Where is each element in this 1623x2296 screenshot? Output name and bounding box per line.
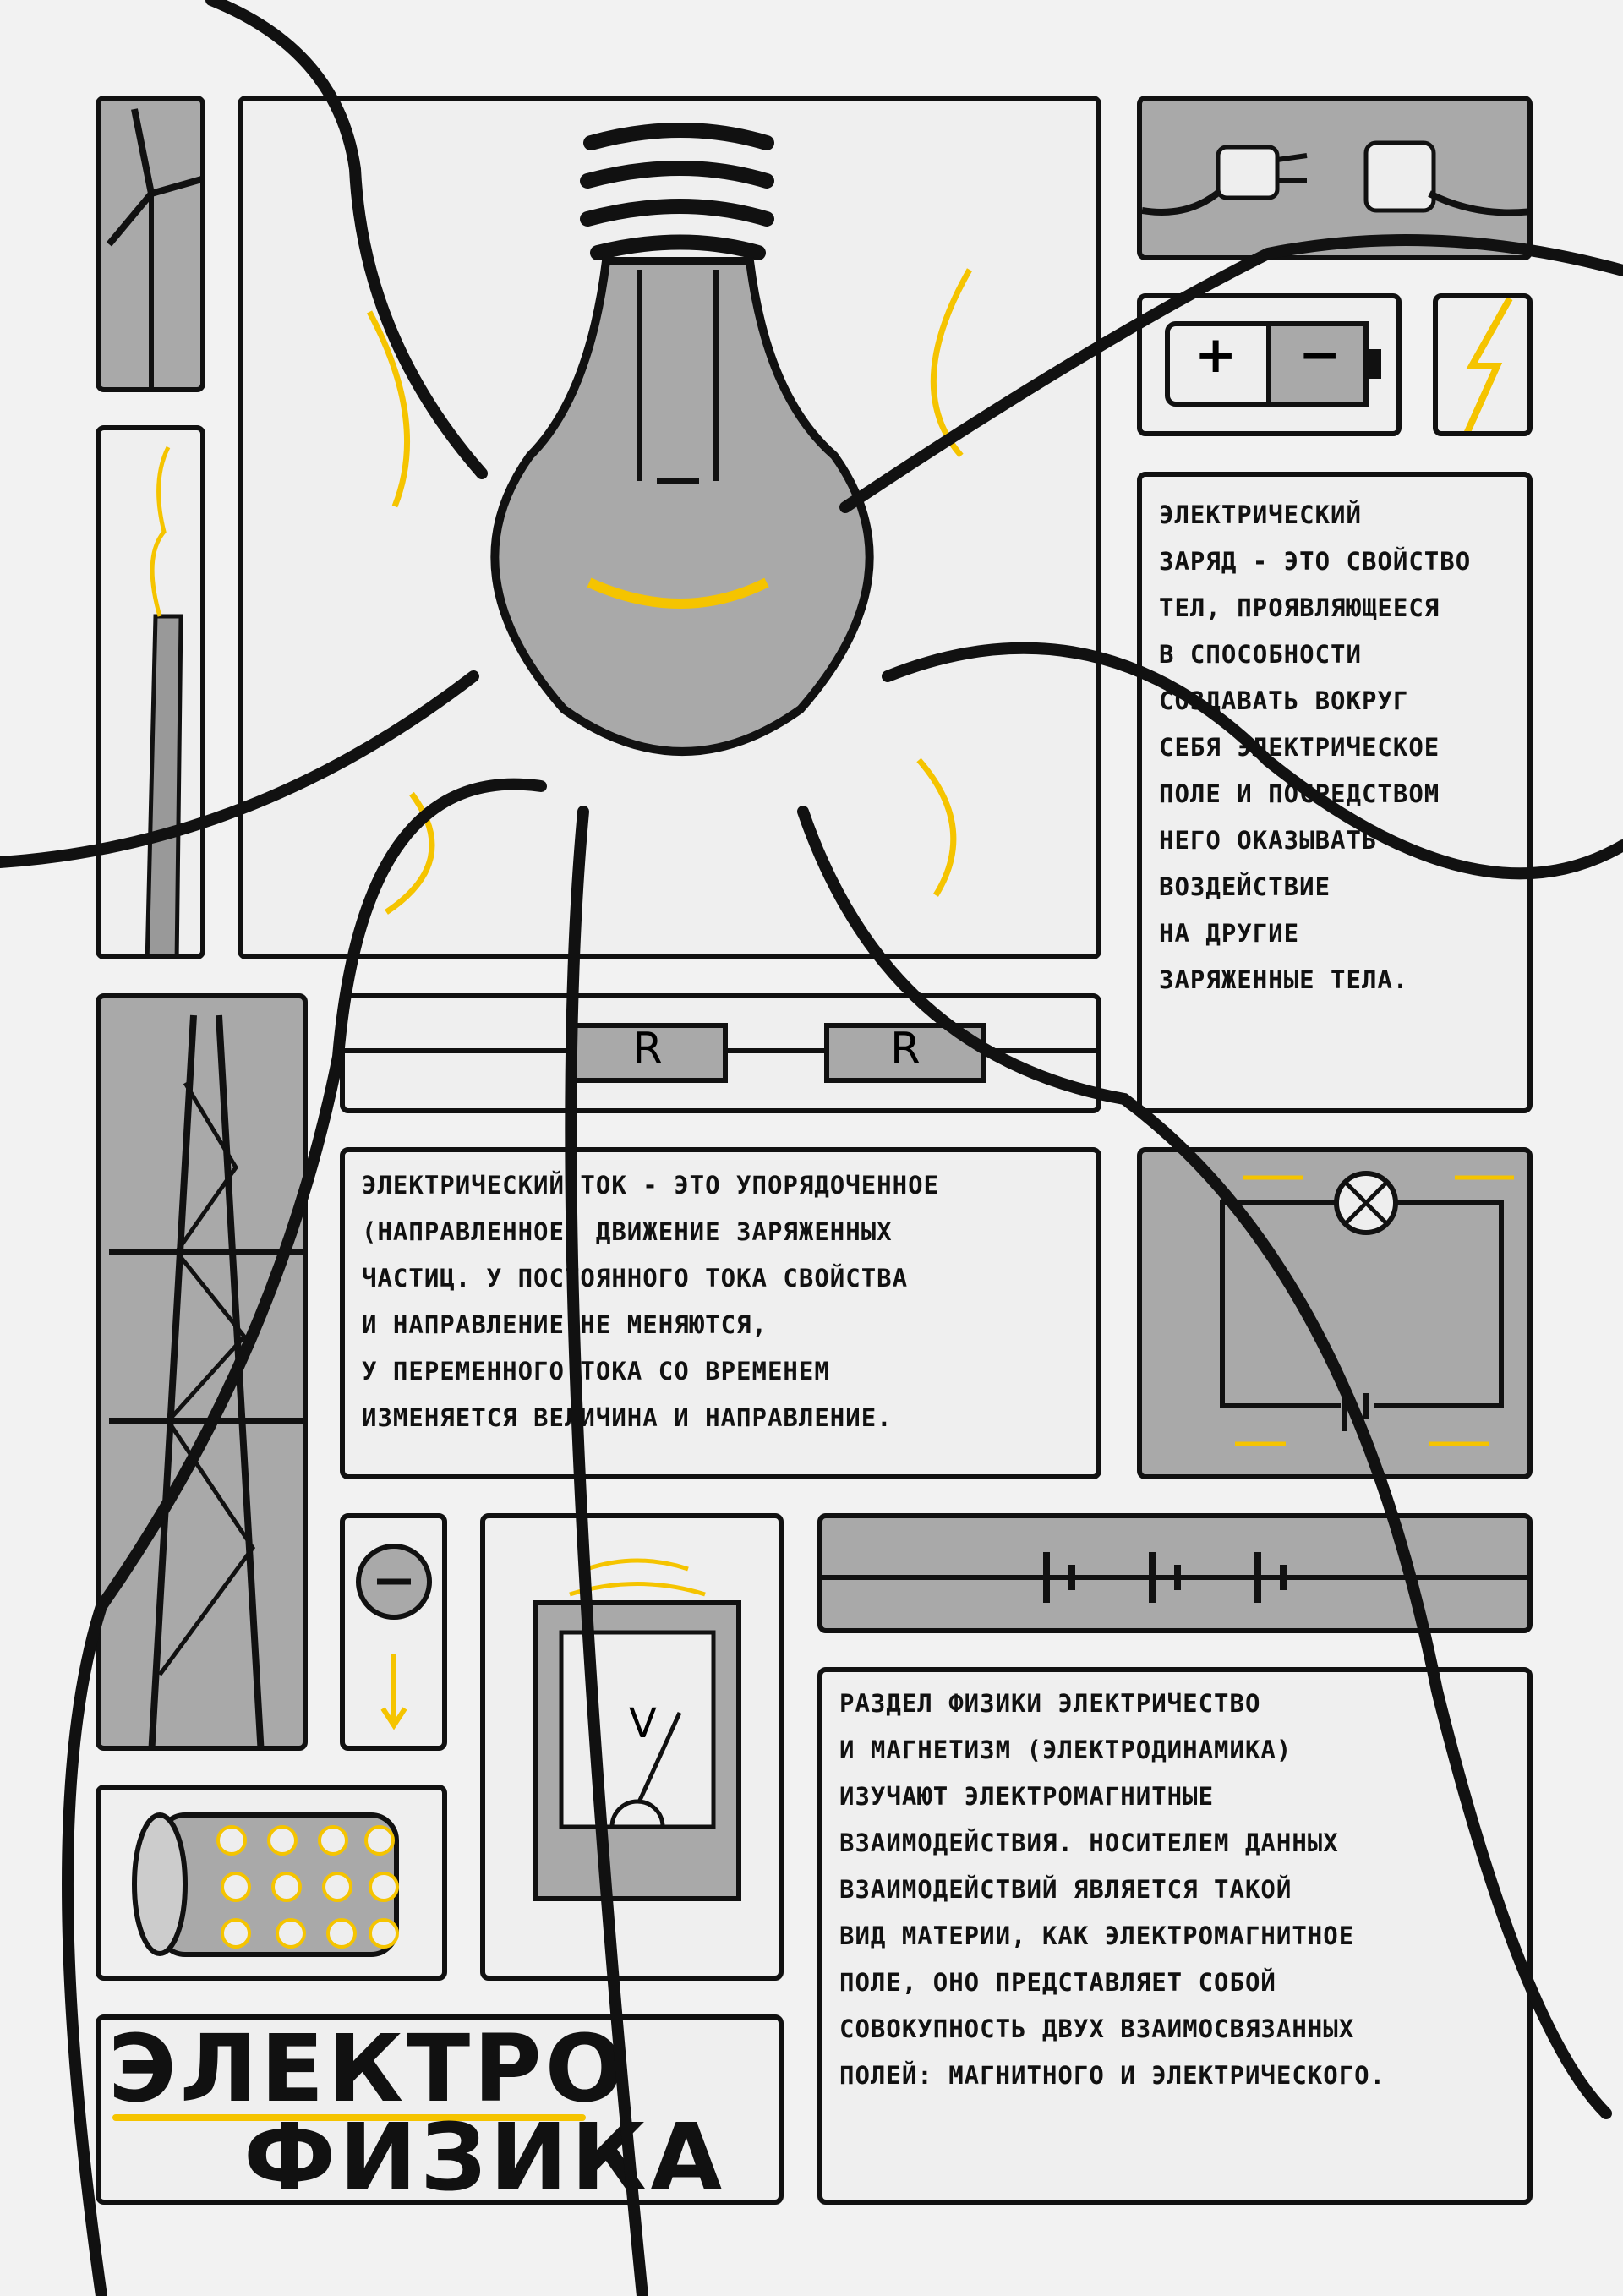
- charge-line: заряд - это свойство: [1159, 547, 1472, 576]
- em-line: полей: магнитного и электрического.: [839, 2061, 1386, 2090]
- charge-line: тел, проявляющееся: [1159, 593, 1440, 622]
- burning-wire-panel: [96, 425, 205, 959]
- charge-line: в способности: [1159, 640, 1362, 669]
- wind-turbine-panel: [96, 96, 205, 392]
- lightbulb-icon: [366, 123, 973, 915]
- charge-line: него оказывать: [1159, 826, 1378, 855]
- current-line: электрический ток - это упорядоченное: [362, 1171, 940, 1200]
- lightning-icon: [1464, 298, 1513, 431]
- battery-plus-label: +: [1194, 325, 1238, 385]
- battery-icon: [1165, 321, 1381, 407]
- charge-line: создавать вокруг: [1159, 686, 1409, 715]
- charge-line: воздействие: [1159, 872, 1331, 901]
- circuit-panel: [1137, 1147, 1533, 1479]
- power-tower-icon: [109, 1014, 303, 1746]
- em-line: взаимодействий является такой: [839, 1875, 1292, 1904]
- charge-line: электрический: [1159, 500, 1362, 529]
- charged-cylinder-panel: [96, 1785, 447, 1981]
- em-line: вид материи, как электромагнитное: [839, 1922, 1355, 1950]
- em-line: поле, оно представляет собой: [839, 1968, 1276, 1997]
- current-line: (направленное) движение заряженных: [362, 1217, 893, 1246]
- lightbulb-panel: [238, 96, 1101, 959]
- battery-panel: + −: [1137, 293, 1402, 436]
- em-line: раздел физики электричество: [839, 1689, 1261, 1718]
- current-line: у переменного тока со временем: [362, 1357, 830, 1386]
- circuit-diagram-icon: [1220, 1171, 1514, 1446]
- resistors-panel: R R: [340, 993, 1101, 1113]
- wind-turbine-icon: [106, 108, 200, 387]
- plug-socket-panel: [1137, 96, 1533, 260]
- current-definition-panel: электрический ток - это упорядоченное (н…: [340, 1147, 1101, 1479]
- plug-socket-icon: [1142, 140, 1527, 216]
- battery-series-icon: [822, 1552, 1527, 1603]
- current-line: и направление не меняются,: [362, 1310, 768, 1339]
- lightning-panel: [1433, 293, 1533, 436]
- current-line: изменяется величина и направление.: [362, 1403, 893, 1432]
- em-line: взаимодействия. носителем данных: [839, 1829, 1339, 1857]
- voltmeter-icon: [533, 1558, 741, 1901]
- em-line: и магнетизм (электродинамика): [839, 1736, 1292, 1764]
- resistor-circuit-icon: [345, 1023, 1096, 1083]
- charge-line: себя электрическое: [1159, 733, 1440, 762]
- electron-panel: [340, 1513, 447, 1751]
- charged-cylinder-icon: [132, 1812, 399, 1957]
- resistor-label-2: R: [890, 1024, 921, 1074]
- electron-icon: [356, 1544, 432, 1730]
- poster-title: ЭЛЕКТРО ФИЗИКА: [96, 2014, 784, 2211]
- burning-wire-icon: [145, 446, 183, 954]
- power-tower-panel: [96, 993, 308, 1751]
- resistor-label-1: R: [632, 1024, 664, 1074]
- title-line-2: ФИЗИКА: [243, 2103, 726, 2211]
- em-line: совокупность двух взаимосвязанных: [839, 2014, 1355, 2043]
- charge-line: поле и посредством: [1159, 779, 1440, 808]
- electrodynamics-panel: раздел физики электричество и магнетизм …: [817, 1667, 1533, 2205]
- charge-line: на другие: [1159, 919, 1300, 948]
- charge-definition-panel: электрический заряд - это свойство тел, …: [1137, 472, 1533, 1113]
- battery-minus-label: −: [1298, 325, 1342, 385]
- battery-series-panel: [817, 1513, 1533, 1633]
- voltmeter-panel: V: [480, 1513, 784, 1981]
- voltmeter-unit-label: V: [629, 1700, 657, 1747]
- charge-line: заряженные тела.: [1159, 965, 1409, 994]
- current-line: частиц. у постоянного тока свойства: [362, 1264, 909, 1293]
- em-line: изучают электромагнитные: [839, 1782, 1215, 1811]
